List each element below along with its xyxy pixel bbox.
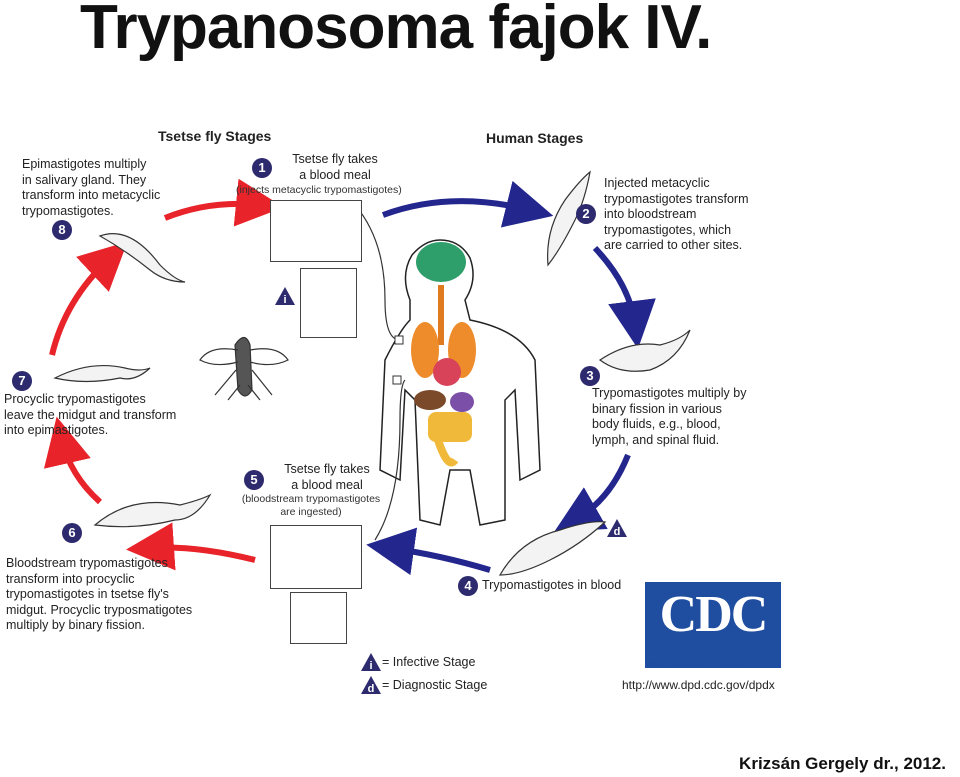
- svg-text:i: i: [369, 660, 372, 672]
- arrow-8-to-1: [163, 178, 284, 227]
- cdc-logo-tagline: SAFER·HEALTHIER·PEOPLE™: [648, 662, 759, 668]
- arrow-5-to-6: [126, 522, 256, 571]
- legend-infective-icon: i: [361, 653, 381, 672]
- svg-text:d: d: [368, 683, 375, 695]
- step-number-8: 8: [52, 220, 72, 240]
- diagnostic-stage-marker: d: [607, 519, 627, 538]
- trypomastigote-2: [547, 170, 591, 267]
- tsetse-stages-header: Tsetse fly Stages: [158, 128, 272, 144]
- step-number-6: 6: [62, 523, 82, 543]
- trypomastigote-3: [598, 329, 691, 372]
- sample-line-lower: [374, 379, 406, 541]
- step-1-note: (injects metacyclic trypomastigotes): [236, 184, 402, 196]
- step-number-7: 7: [12, 371, 32, 391]
- sample-line-upper: [354, 204, 401, 341]
- arrow-6-to-7: [43, 416, 103, 505]
- fly-bite-inset-5: [270, 525, 362, 589]
- epimastigote-8: [98, 233, 186, 283]
- human-stages-header: Human Stages: [486, 130, 584, 146]
- cdc-logo-letters: CDC: [659, 586, 769, 643]
- legend-infective-label: = Infective Stage: [382, 655, 476, 669]
- arrow-4-to-5: [366, 527, 491, 576]
- procyclic-7: [53, 364, 151, 383]
- step-4-text: Trypomastigotes in blood: [482, 578, 622, 592]
- step-number-3: 3: [580, 366, 600, 386]
- source-url: http://www.dpd.cdc.gov/dpdx: [622, 678, 775, 692]
- author-footer: Krizsán Gergely dr., 2012.: [739, 754, 946, 773]
- infective-stage-marker: i: [275, 287, 295, 306]
- step-number-2: 2: [576, 204, 596, 224]
- step-number-5: 5: [244, 470, 264, 490]
- step-number-4: 4: [458, 576, 478, 596]
- arrow-3-to-4: [554, 453, 631, 532]
- legend-diagnostic-icon: d: [361, 676, 381, 695]
- arrow-7-to-8: [49, 241, 128, 356]
- cdc-logo: [645, 582, 781, 668]
- human-figure: [379, 239, 541, 526]
- arrow-2-to-3: [592, 245, 656, 349]
- svg-text:i: i: [283, 294, 286, 306]
- trypomastigote-inset-1: [300, 268, 357, 338]
- svg-text:d: d: [614, 526, 621, 538]
- slide-title: Trypanosoma fajok IV.: [80, 0, 712, 62]
- step-number-1: 1: [252, 158, 272, 178]
- trypomastigote-inset-5: [290, 592, 347, 644]
- legend-diagnostic-label: = Diagnostic Stage: [382, 678, 488, 692]
- arrow-1-to-2: [381, 180, 554, 228]
- tsetse-fly-wings: [199, 348, 289, 401]
- trypomastigote-4: [498, 521, 607, 576]
- fly-bite-inset-1: [270, 200, 362, 262]
- bloodstream-6: [93, 493, 212, 528]
